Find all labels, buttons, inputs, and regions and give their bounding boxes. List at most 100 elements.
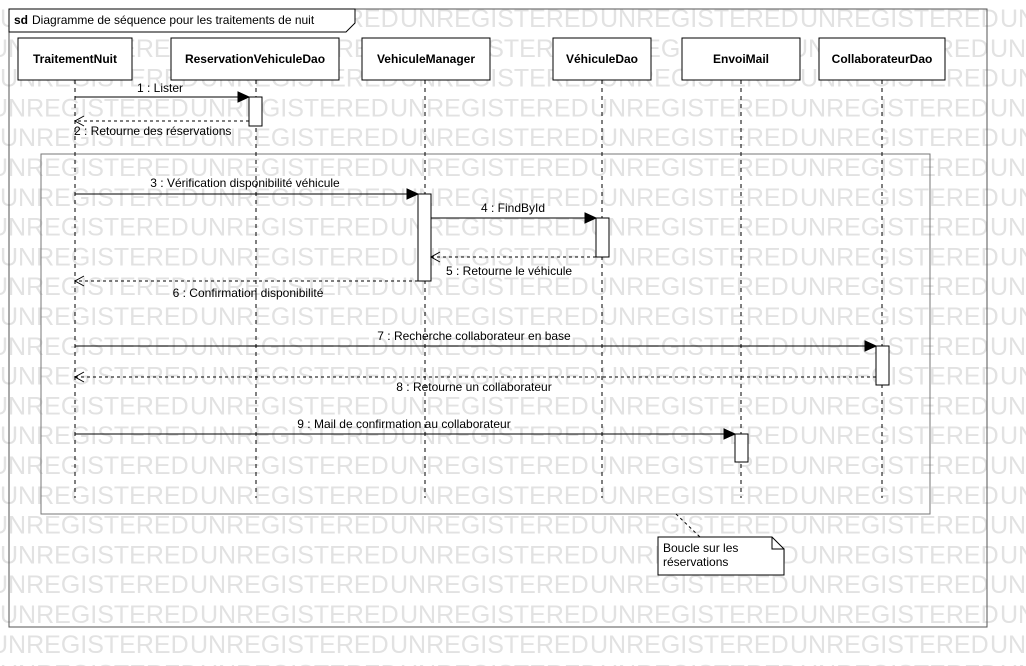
watermark-text: UNREGISTERED (800, 243, 999, 271)
watermark-text: UNREGISTERED (390, 392, 589, 420)
watermark-text: UNREGISTERED (1000, 243, 1026, 271)
message-label: 6 : Confirmation disponibilité (173, 286, 324, 300)
lifeline-label-resa: ReservationVehiculeDao (185, 52, 325, 66)
lifeline-box-collab (818, 37, 946, 81)
watermark-text: UNREGISTERED (990, 35, 1026, 63)
message-7: 7 : Recherche collaborateur en base (75, 329, 878, 352)
note-box (657, 536, 785, 576)
lifeline-label-traitement: TraitementNuit (33, 52, 117, 66)
lifeline-box-manager (361, 37, 491, 81)
watermark-text: UNREGISTERED (0, 94, 189, 122)
watermark-text: UNREGISTERED (590, 512, 789, 540)
watermark-text: UNREGISTERED (200, 661, 399, 666)
watermark-text: UNREGISTERED (600, 601, 799, 629)
watermark-text: UNREGISTERED (590, 392, 789, 420)
lifeline-label-mail: EnvoiMail (713, 52, 769, 66)
watermark-text: UNREGISTERED (0, 333, 189, 361)
watermark-text: UNREGISTERED (190, 512, 389, 540)
watermark-text: UNREGISTERED (390, 452, 589, 480)
watermark-text: UNREGISTERED (1000, 482, 1026, 510)
watermark-text: UNREGISTERED (0, 541, 199, 569)
watermark-text: UNREGISTERED (400, 124, 599, 152)
watermark-text: UNREGISTERED (390, 333, 589, 361)
watermark-text: UNREGISTERED (0, 273, 189, 301)
message-label: 7 : Recherche collaborateur en base (377, 329, 571, 343)
watermark-text: UNREGISTERED (390, 94, 589, 122)
watermark-text: UNREGISTERED (990, 214, 1026, 242)
watermark-text: UNREGISTERED (190, 214, 389, 242)
frame-title: Diagramme de séquence pour les traitemen… (32, 13, 315, 27)
watermark-text: UNREGISTERED (800, 601, 999, 629)
watermark-text: UNREGISTERED (390, 154, 589, 182)
watermark-text: UNREGISTERED (800, 184, 999, 212)
watermark-text: UNREGISTERED (600, 303, 799, 331)
watermark-text: UNREGISTERED (790, 631, 989, 659)
watermark-text: UNREGISTERED (590, 452, 789, 480)
watermark-text: UNREGISTERED (1000, 303, 1026, 331)
watermark-text: UNREGISTERED (400, 482, 599, 510)
activation-bar-resa (248, 96, 263, 127)
watermark-text: UNREGISTERED (190, 631, 389, 659)
watermark-text: UNREGISTERED (0, 154, 189, 182)
watermark-text: UNREGISTERED (590, 333, 789, 361)
watermark-text: UNREGISTERED (800, 303, 999, 331)
watermark-text: UNREGISTERED (800, 363, 999, 391)
lifeline-box-mail (681, 37, 801, 81)
message-label: 2 : Retourne des réservations (74, 124, 231, 138)
watermark-text: UNREGISTERED (190, 392, 389, 420)
watermark-text: UNREGISTERED (790, 214, 989, 242)
note-line-2: réservations (663, 555, 728, 569)
watermark-text: UNREGISTERED (200, 601, 399, 629)
watermark-text: UNREGISTERED (400, 5, 599, 33)
watermark-text: UNREGISTERED (200, 541, 399, 569)
message-1: 1 : Lister (75, 81, 251, 103)
message-9: 9 : Mail de confirmation au collaborateu… (75, 417, 737, 440)
watermark-text: UNREGISTERED (600, 5, 799, 33)
watermark-text: UNREGISTERED (1000, 5, 1026, 33)
watermark-text: UNREGISTERED (990, 333, 1026, 361)
watermark-text: UNREGISTERED (1000, 124, 1026, 152)
watermark-text: UNREGISTERED (790, 94, 989, 122)
activation-bar-collab (875, 345, 890, 386)
watermark-text: UNREGISTERED (0, 601, 199, 629)
watermark-text: UNREGISTERED (1000, 363, 1026, 391)
message-8: 8 : Retourne un collaborateur (73, 371, 876, 394)
watermark-text: UNREGISTERED (800, 661, 999, 666)
filled-arrowhead (584, 212, 598, 224)
lifeline-label-manager: VehiculeManager (377, 52, 475, 66)
watermark-text: UNREGISTERED (200, 422, 399, 450)
watermark-text: UNREGISTERED (400, 184, 599, 212)
watermark-text: UNREGISTERED (990, 392, 1026, 420)
frame-label-box (8, 8, 356, 33)
watermark-text: UNREGISTERED (390, 512, 589, 540)
watermark-text: UNREGISTERED (400, 601, 599, 629)
watermark-text: UNREGISTERED (190, 273, 389, 301)
activation-bar-manager (417, 193, 432, 282)
watermark-text: UNREGISTERED (0, 661, 199, 666)
filled-arrowhead (723, 428, 737, 440)
watermark-text: UNREGISTERED (790, 392, 989, 420)
watermark-text: UNREGISTERED (590, 214, 789, 242)
filled-arrowhead (864, 340, 878, 352)
watermark-text: UNREGISTERED (590, 94, 789, 122)
watermark-text: UNREGISTERED (1000, 661, 1026, 666)
watermark-text: UNREGISTERED (200, 243, 399, 271)
watermark-text: UNREGISTERED (200, 482, 399, 510)
message-4: 4 : FindById (431, 201, 598, 224)
watermark-text: UNREGISTERED (400, 661, 599, 666)
message-3: 3 : Vérification disponibilité véhicule (75, 176, 420, 200)
watermark-text: UNREGISTERED (800, 482, 999, 510)
watermark-text: UNREGISTERED (0, 512, 189, 540)
watermark-text: UNREGISTERED (790, 452, 989, 480)
watermark-text: UNREGISTERED (800, 541, 999, 569)
note-fold (771, 537, 784, 550)
watermark-text: UNREGISTERED (1000, 184, 1026, 212)
watermark-text: UNREGISTERED (990, 452, 1026, 480)
watermark-text: UNREGISTERED (200, 124, 399, 152)
watermark-text: UNREGISTERED (590, 631, 789, 659)
watermark-text: UNREGISTERED (600, 661, 799, 666)
watermark-text: UNREGISTERED (0, 422, 199, 450)
watermark-text: UNREGISTERED (600, 243, 799, 271)
filled-arrowhead (237, 91, 251, 103)
